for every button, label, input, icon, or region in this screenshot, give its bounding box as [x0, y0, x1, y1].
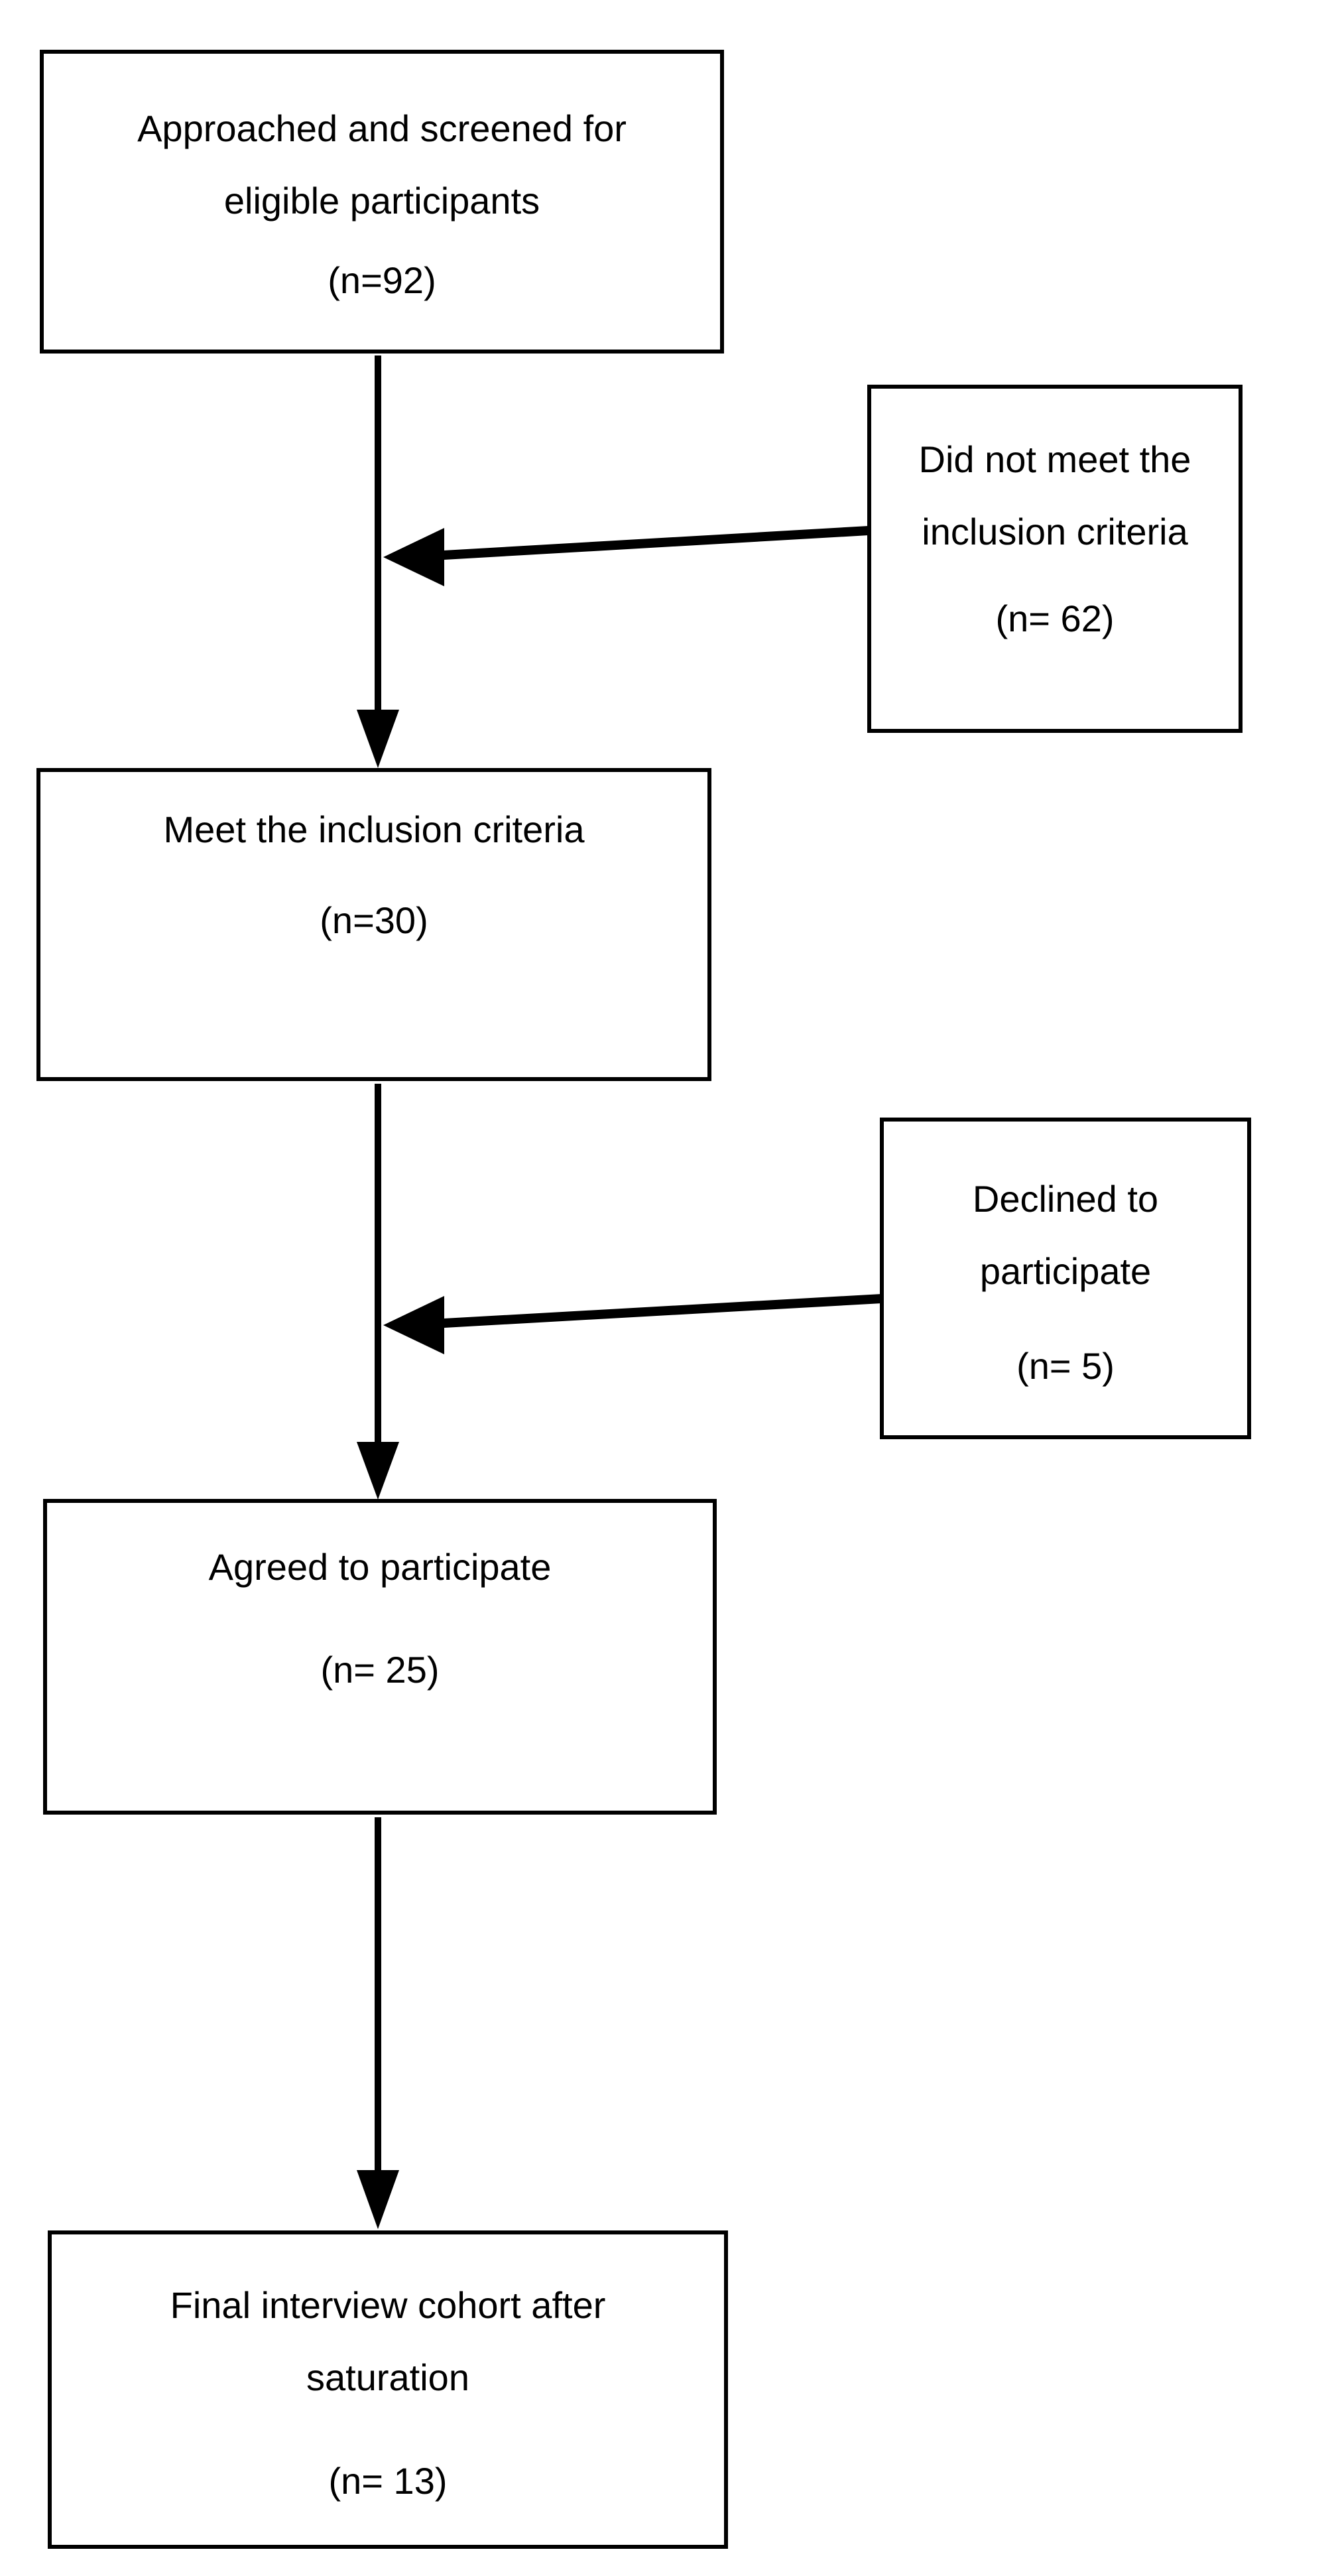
flow-box-approached-count: (n=92)	[328, 259, 436, 301]
flow-box-approached: Approached and screened for eligible par…	[40, 50, 724, 354]
flow-box-declined-title: Declined to participate	[972, 1178, 1159, 1293]
flow-box-agreed-title: Agreed to participate	[208, 1546, 552, 1588]
flow-box-approached-title: Approached and screened for eligible par…	[137, 107, 627, 222]
flow-box-declined-count: (n= 5)	[1016, 1344, 1115, 1387]
down-arrow-icon-approached-to-meet	[357, 355, 399, 768]
flow-box-final-title: Final interview cohort after saturation	[170, 2284, 606, 2399]
flow-box-final-count: (n= 13)	[328, 2459, 448, 2502]
flow-box-meet-title: Meet the inclusion criteria	[163, 808, 585, 850]
down-arrow-icon-meet-to-agreed	[357, 1084, 399, 1500]
flow-box-agreed: Agreed to participate (n= 25)	[43, 1499, 717, 1815]
flow-box-did-not-meet-count: (n= 62)	[995, 597, 1115, 639]
left-arrow-icon-did-not-meet-branch	[383, 526, 869, 586]
flow-box-declined: Declined to participate (n= 5)	[880, 1118, 1251, 1439]
left-arrow-icon-declined-branch	[383, 1294, 882, 1354]
flow-box-did-not-meet: Did not meet the inclusion criteria (n= …	[867, 385, 1243, 733]
down-arrow-icon-agreed-to-final	[357, 1817, 399, 2229]
flow-box-did-not-meet-title: Did not meet the inclusion criteria	[918, 438, 1191, 553]
flow-box-meet-count: (n=30)	[320, 899, 428, 941]
flow-box-final: Final interview cohort after saturation …	[48, 2230, 728, 2549]
flow-box-meet: Meet the inclusion criteria (n=30)	[36, 768, 711, 1081]
flow-box-agreed-count: (n= 25)	[320, 1648, 440, 1691]
